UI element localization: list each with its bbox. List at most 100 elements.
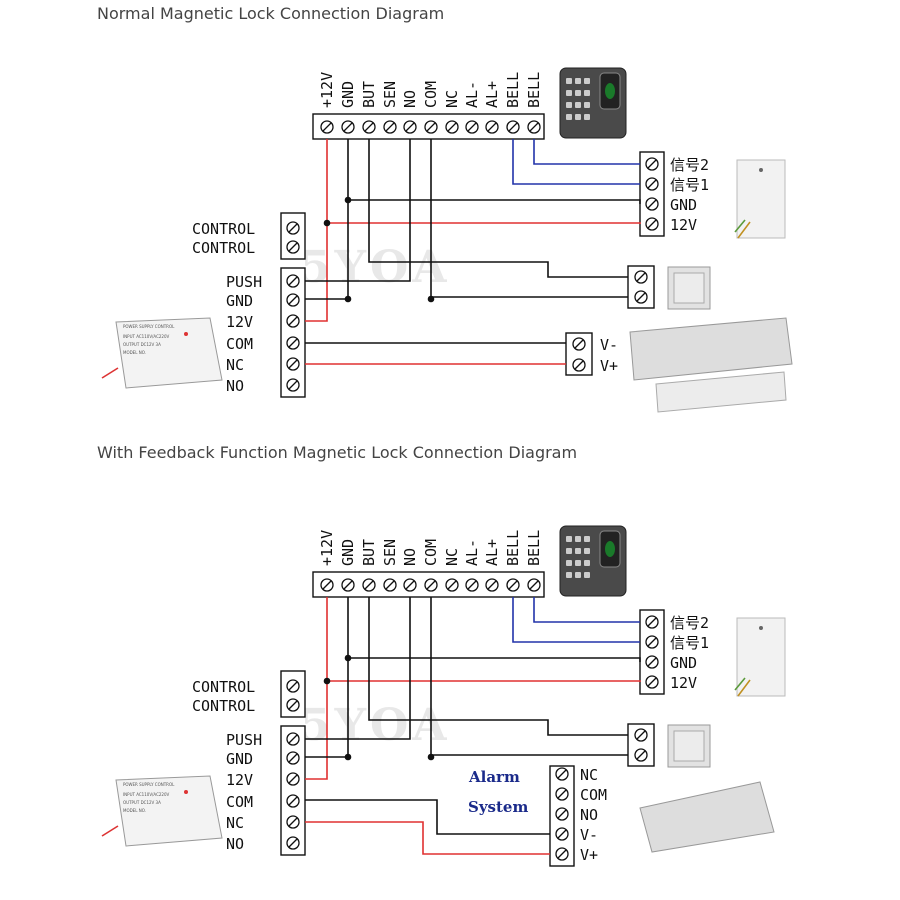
diagram-title-normal: Normal Magnetic Lock Connection Diagram [97, 4, 445, 23]
magnetic-lock-image [639, 781, 775, 853]
reader-key [566, 78, 572, 84]
screw-slot [288, 838, 298, 848]
wire [734, 677, 746, 691]
terminal-label: NO [401, 548, 419, 566]
reader-key [575, 572, 581, 578]
terminal-label: SEN [381, 81, 399, 108]
wire [305, 139, 411, 282]
wire [305, 799, 550, 835]
wire [368, 597, 628, 736]
screw-slot [288, 753, 298, 763]
exit-push-button-image [667, 724, 711, 768]
reader-key [575, 90, 581, 96]
screw-slot [343, 580, 353, 590]
fingerprint-reader [559, 67, 627, 139]
terminal-label: AL- [463, 539, 481, 566]
psu-terminal-label: PUSH [226, 273, 262, 291]
screw-slot [557, 829, 567, 839]
terminal-label: BELL [525, 72, 543, 108]
alarm-system-label: System [468, 798, 528, 816]
screw-slot [405, 580, 415, 590]
alarm-terminal-label: V- [580, 826, 598, 844]
screw-slot [557, 809, 567, 819]
exit-push-button-image [667, 266, 711, 310]
psu-print: OUTPUT DC12V 3A [123, 800, 161, 805]
reader-key [575, 102, 581, 108]
screw-slot [636, 730, 646, 740]
screw-slot [288, 242, 298, 252]
wire [305, 597, 328, 780]
terminal-label: GND [339, 81, 357, 108]
magnetic-lock-image [629, 317, 793, 413]
reader-terminal-label: 信号1 [670, 176, 709, 194]
terminal-label: NC [443, 90, 461, 108]
screw-slot [557, 789, 567, 799]
reader-key [566, 102, 572, 108]
screw-slot [647, 159, 657, 169]
screw-slot [288, 295, 298, 305]
psu-led [184, 790, 188, 794]
control-label: CONTROL [192, 220, 255, 238]
screw-slot [529, 580, 539, 590]
wire [101, 367, 119, 379]
screw-slot [288, 681, 298, 691]
psu-print: OUTPUT DC12V 3A [123, 342, 161, 347]
reader-key [584, 572, 590, 578]
diagram-title-feedback: With Feedback Function Magnetic Lock Con… [97, 443, 578, 462]
reader-key [566, 572, 572, 578]
reader-terminal-label: GND [670, 654, 697, 672]
reader-terminal-label: 信号2 [670, 614, 709, 632]
screw-slot [447, 122, 457, 132]
alarm-terminal-label: NC [580, 766, 598, 784]
screw-slot [426, 580, 436, 590]
access-reader-image [734, 617, 786, 697]
screw-slot [322, 580, 332, 590]
screw-slot [647, 179, 657, 189]
psu-terminal-label: GND [226, 750, 253, 768]
wire [533, 597, 640, 623]
reader-panel [736, 159, 786, 239]
screw-slot [636, 292, 646, 302]
screw-slot [288, 796, 298, 806]
screw-slot [647, 617, 657, 627]
reader-terminal-label: 信号2 [670, 156, 709, 174]
psu-print: INPUT AC110V/AC220V [123, 792, 169, 797]
psu-terminal-label: COM [226, 793, 253, 811]
wire-junction [344, 295, 352, 303]
wire [512, 139, 640, 185]
reader-terminal-label: GND [670, 196, 697, 214]
psu-print: MODEL NO. [123, 808, 146, 813]
wire [533, 139, 640, 165]
reader-panel [736, 617, 786, 697]
psu-terminal-block [280, 725, 306, 856]
maglock-body [629, 317, 793, 381]
psu-terminal-label: NO [226, 377, 244, 395]
wire-junction [344, 654, 352, 662]
terminal-label: AL- [463, 81, 481, 108]
wire [734, 219, 746, 233]
screw-slot [405, 122, 415, 132]
wire [368, 139, 628, 278]
screw-slot [364, 580, 374, 590]
screw-slot [647, 657, 657, 667]
terminal-label: BUT [360, 539, 378, 566]
psu-terminal-block [280, 267, 306, 398]
screw-slot [636, 750, 646, 760]
reader-key [575, 548, 581, 554]
fingerprint-sensor [605, 541, 615, 557]
terminal-label: +12V [318, 72, 336, 108]
maglock-armature [655, 371, 787, 413]
reader-terminal-label: 12V [670, 674, 697, 692]
terminal-label: AL+ [483, 539, 501, 566]
watermark-text: 5YOA [300, 242, 451, 293]
wire [327, 680, 641, 682]
fingerprint-reader [559, 525, 627, 597]
screw-slot [426, 122, 436, 132]
terminal-label: AL+ [483, 81, 501, 108]
screw-slot [647, 199, 657, 209]
reader-key [584, 560, 590, 566]
wire-junction [427, 295, 435, 303]
wire-junction [344, 753, 352, 761]
